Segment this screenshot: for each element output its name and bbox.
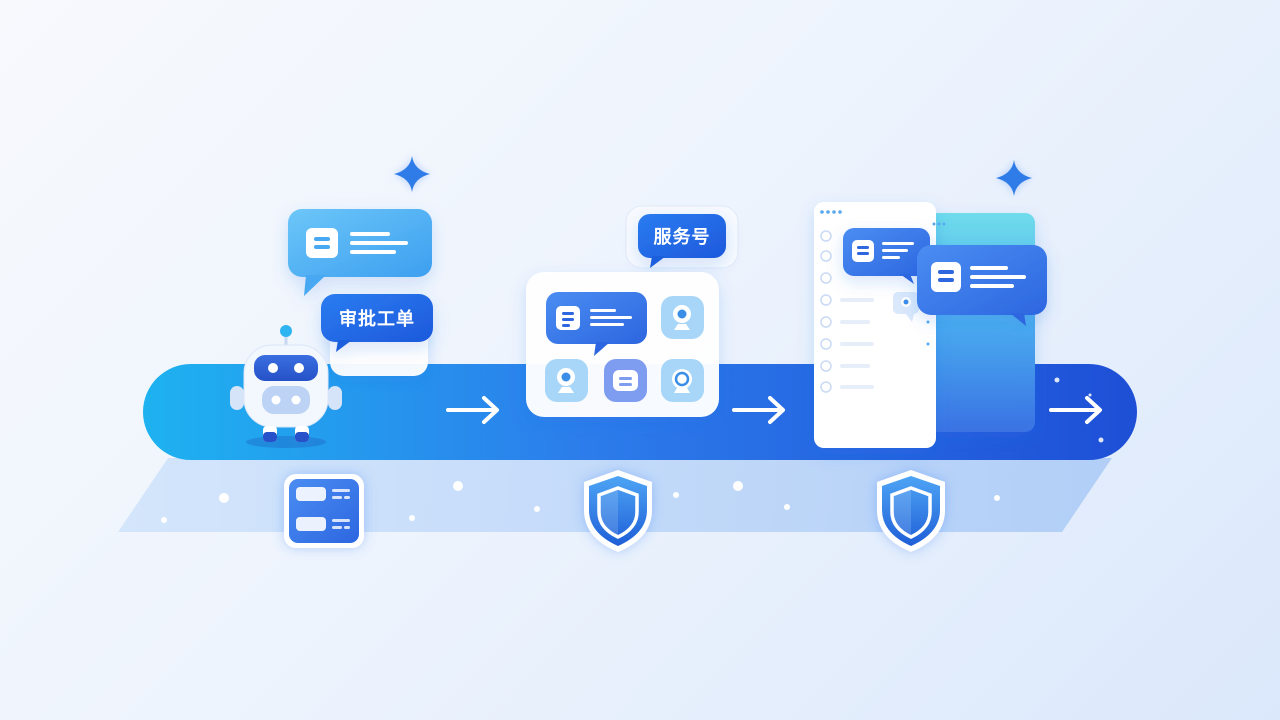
approval-ticket-bubble: [321, 294, 433, 352]
arrow-right-icon: [1049, 396, 1102, 424]
webcam-icon: [661, 296, 704, 339]
webcam-icon: [893, 292, 919, 322]
server-icon: [284, 474, 364, 548]
chat-bubble-icon: [917, 245, 1047, 326]
approval-ticket-label: 审批工单: [339, 309, 415, 330]
chat-bubble-icon: [288, 209, 432, 296]
list-document-icon: [604, 359, 647, 402]
chat-bubble-icon: [843, 228, 930, 284]
floor-dots: [161, 481, 1000, 523]
belt-dots: [1054, 377, 1104, 443]
service-account-label: 服务号: [653, 227, 711, 248]
sparkle-icon: [394, 156, 430, 192]
service-account-bubble: [638, 214, 726, 268]
webcam-icon: [545, 359, 588, 402]
arrow-right-icon: [446, 396, 499, 424]
device-list-rows: [820, 230, 930, 393]
robot-icon: [230, 325, 342, 448]
device-top-dots: [820, 210, 946, 226]
sparkle-icon: [996, 160, 1032, 196]
chat-bubble-icon: [546, 292, 647, 356]
arrow-right-icon: [732, 396, 785, 424]
shield-icon: [877, 470, 945, 552]
shield-icon: [584, 470, 652, 552]
clock-icon: [661, 359, 704, 402]
